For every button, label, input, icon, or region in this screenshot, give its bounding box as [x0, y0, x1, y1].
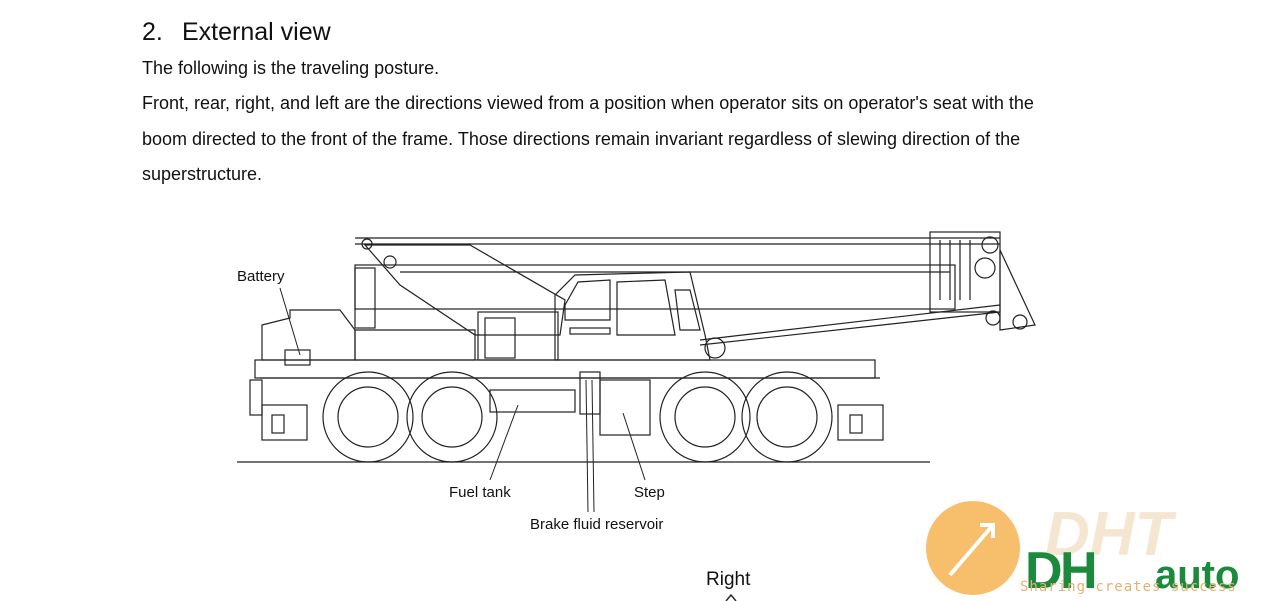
svg-text:DHT: DHT	[1045, 500, 1178, 569]
svg-text:auto: auto	[1155, 553, 1239, 597]
paragraph-traveling-posture: The following is the traveling posture.	[142, 58, 440, 78]
callout-fuel-tank: Fuel tank	[449, 484, 511, 501]
callout-leader-lines	[279, 287, 646, 513]
boom-head	[929, 231, 1036, 331]
paragraph-directions-line-2: boom directed to the front of the frame.…	[142, 129, 1021, 149]
watermark-tagline: Sharing creates success	[1020, 579, 1237, 595]
svg-text:H: H	[1060, 542, 1098, 600]
paragraph-directions-line-1: Front, rear, right, and left are the dir…	[142, 93, 1034, 113]
section-heading: 2. External view	[142, 16, 331, 48]
paragraph-directions-line-3: superstructure.	[142, 164, 263, 184]
rear-engine-area	[249, 309, 356, 416]
chassis-frame	[254, 359, 880, 436]
section-number: 2.	[142, 18, 163, 46]
callout-step: Step	[634, 484, 665, 501]
section-title: External view	[182, 18, 331, 46]
direction-arrow	[725, 593, 737, 601]
boom	[354, 237, 1001, 346]
callout-brake-fluid-reservoir: Brake fluid reservoir	[530, 516, 664, 533]
dht-auto-watermark-logo: DHT D H auto	[926, 500, 1239, 600]
outriggers	[261, 404, 884, 441]
wheels	[322, 371, 833, 463]
svg-text:D: D	[1025, 542, 1063, 600]
callout-battery: Battery	[237, 268, 285, 285]
direction-label-right: Right	[706, 569, 751, 590]
boom-base	[354, 238, 566, 336]
